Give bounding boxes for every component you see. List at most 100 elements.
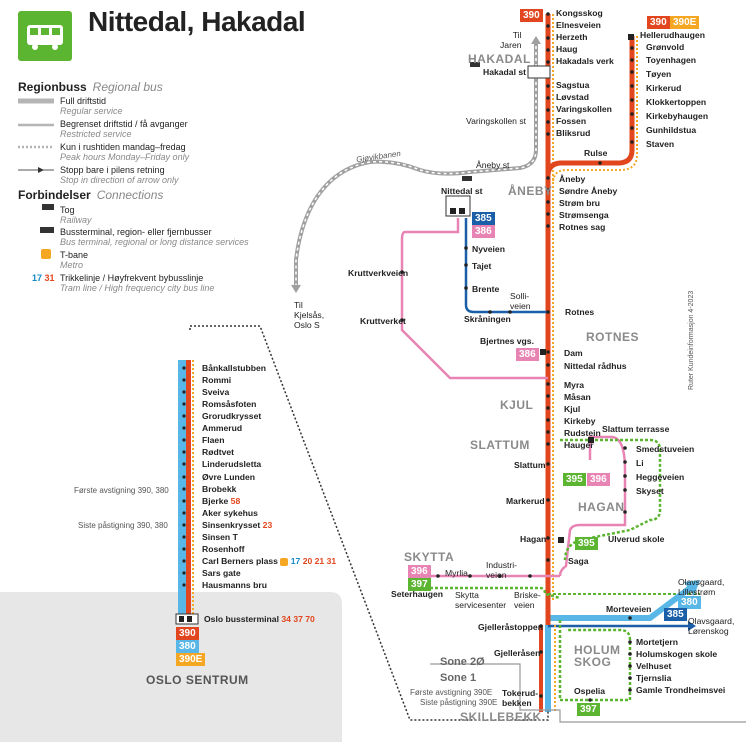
- stop-label: Rotnes sag: [559, 222, 606, 232]
- route-badge-396: 396: [587, 473, 610, 486]
- stop-label: Industri- veien: [486, 560, 518, 580]
- note: Siste påstigning 390E: [420, 698, 498, 707]
- destination-label: Olavsgaard, Lillestrøm: [678, 577, 725, 597]
- route-385-line: [464, 218, 548, 314]
- stop-label: Rotnes: [565, 307, 595, 317]
- stop-label: Sinsenkrysset 23: [202, 520, 273, 530]
- stop-label: Strøm bru: [559, 198, 601, 208]
- stop-label: Aker sykehus: [202, 508, 258, 518]
- stop-label: Tokerud- bekken: [502, 688, 539, 708]
- route-badge-380: 380: [176, 640, 199, 653]
- credit: Ruter Kundeinformasjon 4-2023: [688, 290, 695, 390]
- area-label: ROTNES: [586, 330, 640, 344]
- hakadal-station-box: [527, 65, 551, 79]
- stop-label: Sveiva: [202, 387, 230, 397]
- area-label: KJUL: [500, 398, 534, 412]
- stop-label: Herzeth: [556, 32, 588, 42]
- area-label: SKILLEBEKK: [460, 710, 542, 724]
- page-title: Nittedal, Hakadal: [88, 6, 306, 37]
- zone-label: Sone 1: [440, 672, 477, 684]
- stop-label: Elnesveien: [556, 20, 601, 30]
- stop-label: Rulse: [584, 148, 608, 158]
- oslo-380-line: [178, 360, 186, 620]
- stop-label: Løvstad: [556, 92, 589, 102]
- stop-label: Haug: [556, 44, 578, 54]
- bus-terminal-icon: [40, 227, 54, 233]
- destination-label: Olavsgaard, Lørenskog: [688, 616, 735, 636]
- area-label: HAKADAL: [468, 52, 531, 66]
- stop-label: Skyset: [636, 486, 664, 496]
- route-397-line: [558, 620, 632, 702]
- stop-label: Brobekk: [202, 484, 237, 494]
- area-label: HAGAN: [578, 500, 625, 514]
- stop-label: Hellerudhaugen: [640, 30, 705, 40]
- area-label: HOLUM SKOG: [574, 643, 621, 669]
- stop-label: Tøyen: [646, 69, 672, 79]
- route-395-line: [560, 438, 662, 561]
- stop-label: Gjelleråsen: [494, 648, 541, 658]
- route-badge-390: 390: [520, 9, 543, 22]
- stop-label: Seterhaugen: [391, 589, 444, 599]
- stop-label: Romsåsfoten: [202, 399, 257, 409]
- note: Første avstigning 390E: [410, 688, 493, 697]
- stop-label: Sinsen T: [202, 532, 238, 542]
- stop-label: Hakadal st: [483, 67, 526, 77]
- stop-label: Rosenhoff: [202, 544, 245, 554]
- route-badge-395: 395: [563, 473, 586, 486]
- direction-label: Til Jaren: [500, 30, 522, 50]
- stop-label: Oslo bussterminal 34 37 70: [204, 614, 315, 624]
- stop-label: Hakadals verk: [556, 56, 614, 66]
- stop-markers: [400, 12, 634, 702]
- stop-label: Carl Berners plass 17 20 21 31: [202, 556, 337, 566]
- stop-label: Rødtvet: [202, 447, 234, 457]
- stop-label: Nyveien: [472, 244, 505, 254]
- stop-label: Bånkallstubben: [202, 363, 266, 373]
- stop-label: Dam: [564, 348, 583, 358]
- stop-label: Myrlia: [445, 568, 468, 578]
- route-badge-385: 385: [472, 212, 495, 225]
- stop-label: Grønvold: [646, 42, 685, 52]
- stop-label: Ammerud: [202, 423, 243, 433]
- stop-label: Bliksrud: [556, 128, 591, 138]
- stop-label: Tajet: [472, 261, 492, 271]
- stop-label: Markerud: [506, 496, 545, 506]
- stop-label: Myra: [564, 380, 585, 390]
- stop-label: Skytta servicesenter: [455, 590, 507, 610]
- stop-label: Sagstua: [556, 80, 590, 90]
- stop-label: Klokkertoppen: [646, 97, 707, 107]
- stop-label: Morteveien: [606, 604, 652, 614]
- stop-label: Kruttverket: [360, 316, 406, 326]
- route-386-line: [400, 218, 548, 380]
- stop-label: Nittedal rådhus: [564, 361, 627, 371]
- area-label: ÅNEBY: [508, 184, 553, 198]
- route-badge-397: 397: [577, 703, 600, 716]
- stop-label: Tjernslia: [636, 673, 672, 683]
- route-badge-397: 397: [408, 578, 431, 591]
- stop-label: Bjertnes vgs.: [480, 336, 534, 346]
- stop-label: Nittedal st: [441, 186, 483, 196]
- stop-label: Sars gate: [202, 568, 241, 578]
- area-label: OSLO SENTRUM: [146, 673, 249, 687]
- stop-label: Staven: [646, 139, 675, 149]
- stop-label: Kirkerud: [646, 83, 682, 93]
- stop-label: Kirkebyhaugen: [646, 111, 709, 121]
- stop-label: Åneby st: [476, 160, 510, 170]
- stop-label: Ospelia: [574, 686, 606, 696]
- route-396-line: [558, 435, 627, 577]
- stop-label: Hauger: [564, 440, 594, 450]
- stop-label: Rommi: [202, 375, 232, 385]
- route-badge-390e: 390E: [670, 16, 700, 29]
- route-badge-380: 380: [678, 596, 701, 609]
- stop-label: Linderudsletta: [202, 459, 262, 469]
- stop-label: Søndre Åneby: [559, 186, 618, 196]
- stop-label: Øvre Lunden: [202, 472, 256, 482]
- stop-label: Holumskogen skole: [636, 649, 718, 659]
- route-badge-396: 396: [408, 565, 431, 578]
- stop-label: Toyenhagen: [646, 55, 696, 65]
- stop-label: Kjul: [564, 404, 581, 414]
